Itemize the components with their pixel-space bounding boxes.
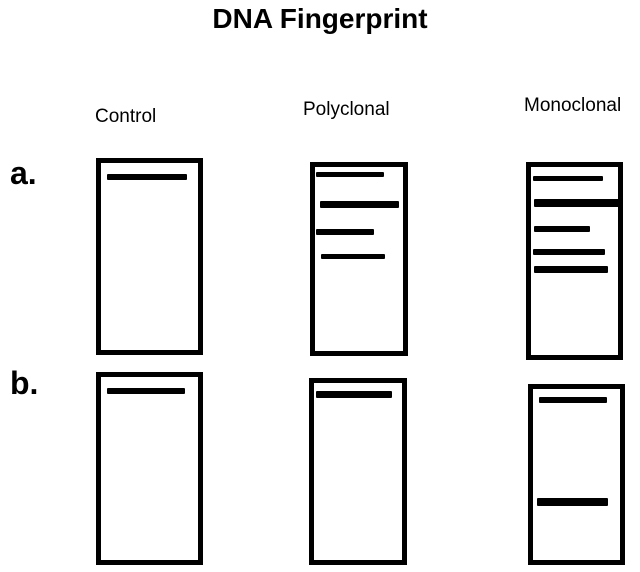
gel-lane-control-a [96,158,203,355]
gel-lane-polyclonal-a [310,162,408,356]
diagram-title: DNA Fingerprint [212,3,428,34]
gel-band [537,498,608,506]
column-label-monoclonal: Monoclonal [524,95,622,116]
gel-band [320,201,399,208]
column-label-control: Control [95,106,157,127]
gel-band [534,199,619,207]
gel-band [534,266,608,273]
gel-band [107,174,187,180]
gel-lane-control-b [96,372,203,565]
gel-band [107,388,185,394]
gel-lane-monoclonal-b [528,384,625,565]
gel-lane-monoclonal-a [526,162,623,360]
row-label-b: b. [10,365,39,401]
gel-band [534,226,590,232]
gel-band [533,249,605,255]
gel-band [316,172,384,177]
row-label-a: a. [10,155,37,191]
column-label-polyclonal: Polyclonal [303,99,390,120]
gel-lane-polyclonal-b [309,378,407,565]
gel-band [533,176,603,181]
gel-band [316,229,374,235]
gel-band [321,254,385,259]
gel-band [316,391,392,398]
gel-band [539,397,607,403]
